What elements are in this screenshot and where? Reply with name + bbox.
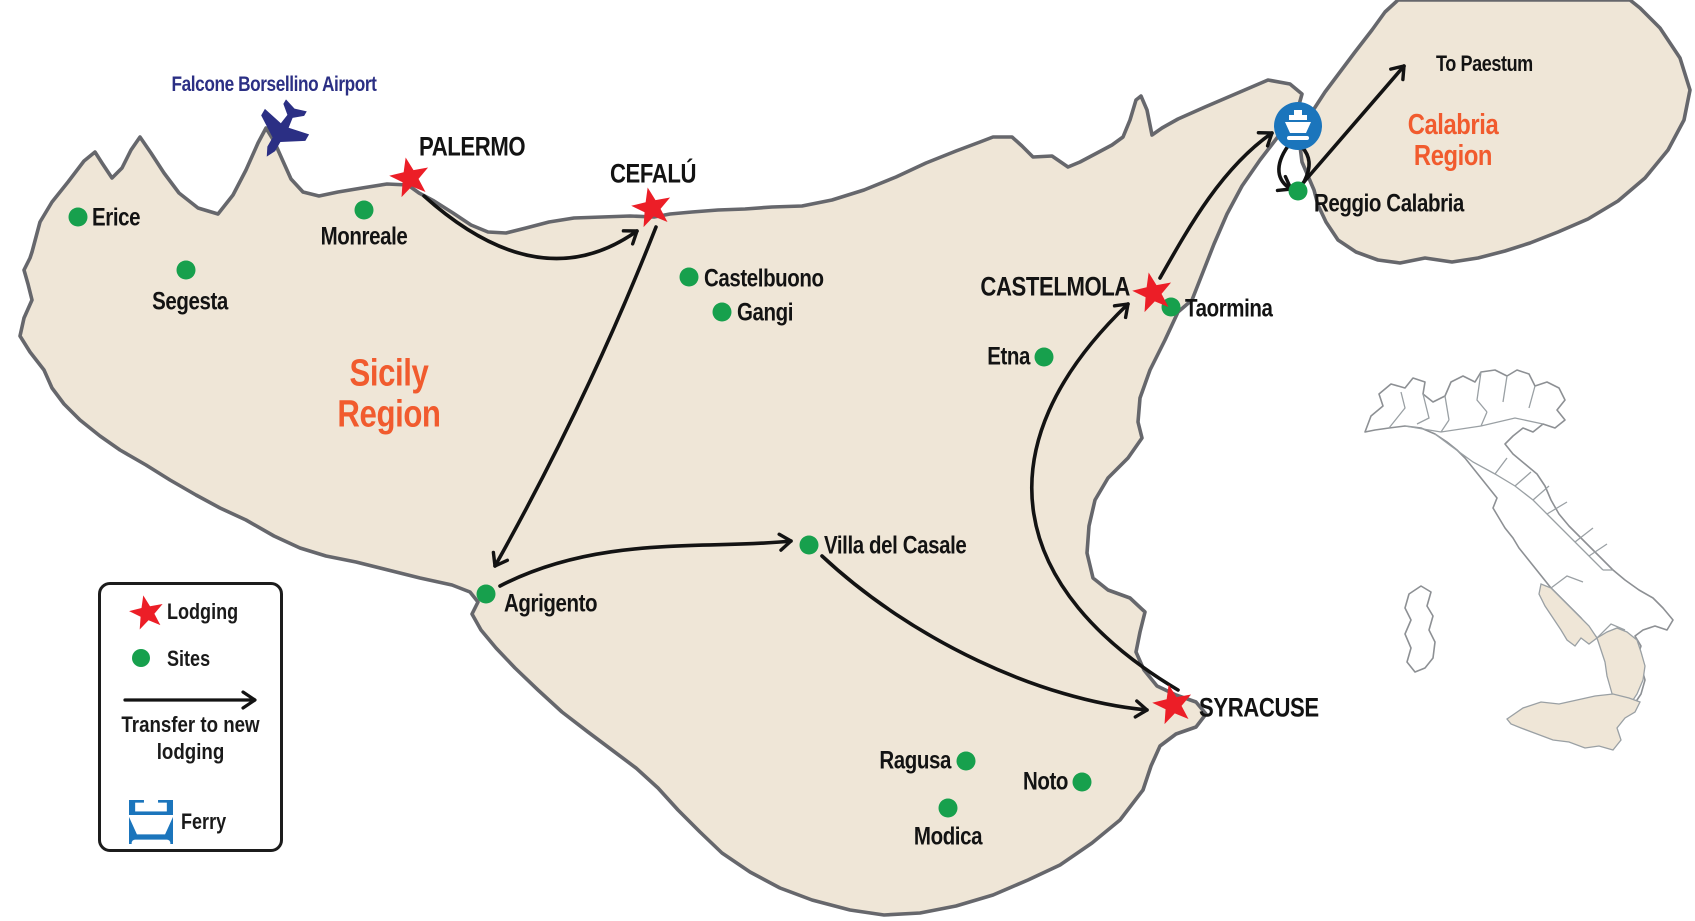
route-castelmola-to-ferry <box>1158 131 1274 280</box>
lodging-label-cefal: CEFALÚ <box>609 158 697 189</box>
site-label-reggio-calabria: Reggio Calabria <box>1314 189 1464 218</box>
to-paestum-label: To Paestum <box>1436 51 1533 76</box>
legend-transfer-arrow-icon <box>123 690 257 710</box>
route-villa-del-casale-to-syracuse <box>820 554 1149 719</box>
calabria-region-label: Calabria Region <box>1407 108 1499 172</box>
site-label-erice: Erice <box>92 203 141 232</box>
route-ferry-to-reggio-calabria <box>1275 144 1293 193</box>
route-palermo-to-cefal <box>422 194 639 261</box>
site-dot-castelbuono <box>679 267 699 287</box>
site-label-etna: Etna <box>987 342 1030 371</box>
italy-mainland <box>1364 369 1674 713</box>
inset-sicily-highlight <box>1506 693 1641 751</box>
site-dot-etna <box>1034 347 1054 367</box>
legend-ferry-label: Ferry <box>181 809 227 834</box>
site-label-taormina: Taormina <box>1185 294 1273 323</box>
route-reggio-calabria-to-paestum <box>1301 64 1406 185</box>
site-label-agrigento: Agrigento <box>504 589 598 618</box>
site-label-castelbuono: Castelbuono <box>704 264 824 293</box>
lodging-label-palermo: PALERMO <box>419 131 526 162</box>
legend-sites-label: Sites <box>167 646 211 671</box>
inset-calabria-highlight <box>1596 627 1646 713</box>
site-dot-erice <box>68 207 88 227</box>
site-dot-segesta <box>176 260 196 280</box>
site-dot-monreale <box>354 200 374 220</box>
site-label-villa-del-casale: Villa del Casale <box>824 531 967 560</box>
site-dot-ragusa <box>956 751 976 771</box>
inset-sardinia <box>1404 585 1436 673</box>
inset-campania-highlight <box>1538 583 1598 647</box>
site-label-monreale: Monreale <box>320 222 408 251</box>
site-dot-reggio-calabria <box>1288 181 1308 201</box>
site-label-noto: Noto <box>1022 767 1068 796</box>
route-arrows <box>422 64 1406 719</box>
site-dot-gangi <box>712 302 732 322</box>
italy-region-borders <box>1388 371 1626 639</box>
site-dot-villa-del-casale <box>799 535 819 555</box>
site-label-gangi: Gangi <box>737 298 794 327</box>
sicily-landmass <box>18 78 1304 917</box>
route-cefal-to-agrigento <box>491 225 658 568</box>
site-label-modica: Modica <box>913 822 983 851</box>
legend-lodging-label: Lodging <box>167 599 239 624</box>
site-label-segesta: Segesta <box>152 287 228 316</box>
legend-lodging-star-icon <box>126 591 167 631</box>
site-label-ragusa: Ragusa <box>879 746 951 775</box>
lodging-label-castelmola: CASTELMOLA <box>980 271 1130 302</box>
route-syracuse-to-castelmola <box>1030 302 1180 692</box>
lodging-label-syracuse: SYRACUSE <box>1199 692 1319 723</box>
map-markers <box>68 92 1322 818</box>
italy-inset-map <box>1364 369 1674 751</box>
legend-sites-dot-icon <box>132 649 150 667</box>
site-dot-modica <box>938 798 958 818</box>
legend-transfer-label: Transfer to new lodging <box>121 712 260 764</box>
route-agrigento-to-villa-del-casale <box>498 532 793 588</box>
sicily-region-label: Sicily Region <box>337 352 441 435</box>
airport-label: Falcone Borsellino Airport <box>171 73 377 96</box>
site-dot-taormina <box>1161 297 1181 317</box>
site-dot-agrigento <box>476 584 496 604</box>
site-dot-noto <box>1072 772 1092 792</box>
legend-ferry-icon <box>129 800 173 844</box>
legend: Lodging Sites Transfer to new lodging Fe… <box>98 582 283 852</box>
